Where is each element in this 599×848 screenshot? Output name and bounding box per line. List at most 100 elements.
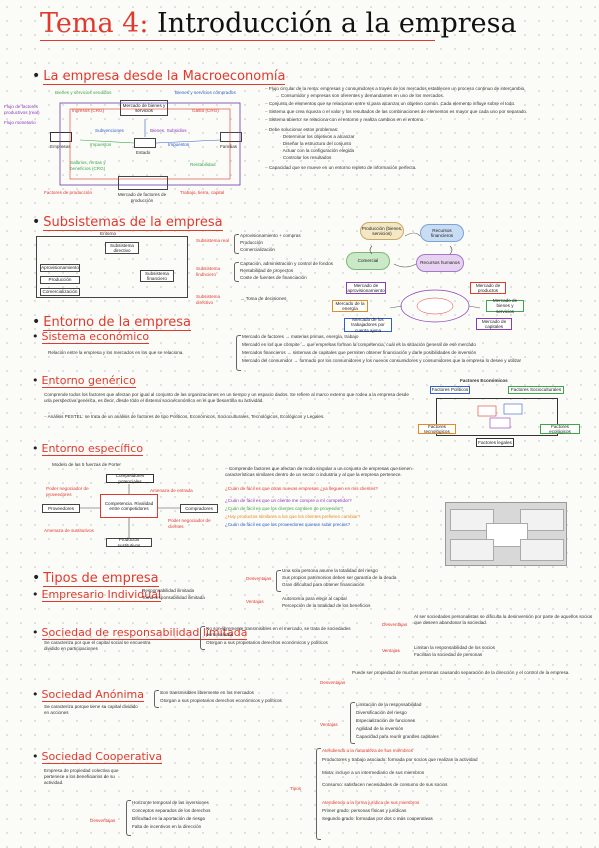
coop-desv-2: Dificultad en la aportación de riesgo (132, 816, 206, 821)
flow-arrows (59, 102, 241, 186)
cooperativa-heading: •Sociedad Cooperativa (32, 750, 163, 764)
cooperativa-desv-brace (126, 800, 131, 836)
financiero-label: Subsistema financiero (196, 266, 221, 277)
label-mercado-factores: Mercado de factores de producción (117, 192, 167, 203)
page-title: Tema 4: Introducción a la empresa (40, 8, 517, 39)
individual-left-0: Responsabilidad ilimitada (142, 588, 195, 593)
cycle-produccion: Producción (bienes, servicios) (360, 222, 404, 240)
pestel-politicos: Factores Políticos (430, 386, 470, 394)
cooperativa-left: Empresa de propiedad colectiva que perte… (44, 768, 119, 785)
limitada-mid-1: Otorgan a sus propietarios derechos econ… (206, 640, 328, 645)
limitada-vent-0: Limitan la responsabilidad de los socios (414, 645, 495, 650)
limitada-heading: •Sociedad de responsabilidad limitada (32, 626, 248, 640)
coop-tipo-3: Consumo: satisfacen necesidades de consu… (322, 782, 448, 787)
se-note-1: Mercado en los que compite → que empresa… (242, 342, 476, 347)
esp-note-5: ¿Cuán de fácil es que los proveedores qu… (225, 522, 351, 527)
real-brace (234, 234, 239, 254)
anonima-heading: •Sociedad Anónima (32, 688, 144, 702)
entorno-especifico-heading: •Entorno específico (32, 442, 144, 456)
ref-block-2 (520, 509, 564, 531)
coop-tipo-5: Primer grado: personas físicas y jurídic… (322, 808, 407, 813)
pestel-center (477, 403, 523, 429)
note-6: · Determinar los objetivos a alcanzar (280, 134, 355, 139)
porter-poder-proveedores: Poder negociador de proveedores (46, 486, 89, 497)
limitada-vent-label: Ventajas (382, 648, 400, 653)
cycle-comercial: Comercial (346, 252, 390, 270)
cycle-recursos-humanos: Recursos humanos (416, 254, 464, 272)
network-center (390, 289, 480, 323)
pestel-socioculturales: Factores Socioculturales (508, 386, 564, 394)
generico-body: Comprende todos los factores que afectan… (44, 392, 409, 403)
individual-desv-brace (276, 570, 281, 592)
anonima-mid-0: Son transmisibles libremente en los merc… (160, 690, 254, 695)
note-1: → Consumidor y empresas son oferentes y … (275, 93, 445, 98)
org-entorno: Entorno (100, 231, 117, 236)
limitada-left: Se caracteriza por que el capital social… (44, 640, 151, 651)
network-c2: Mercado de productos (470, 282, 506, 294)
pestel-legales: Factores legales (476, 438, 514, 447)
se-note-0: Mercado de factores → materias primas, e… (242, 334, 359, 339)
esp-note-0: – Comprende factores que afectan de modo… (225, 466, 412, 477)
financiero-brace (234, 262, 239, 282)
anonima-mid-1: Otorgan a sus propietarios derechos econ… (160, 698, 282, 703)
anonima-vent-brace (350, 702, 355, 744)
label-trabajo: Trabajo, tierra, capital (180, 190, 225, 195)
esp-note-2: ¿Cuán de fácil es que un cliente me comp… (225, 498, 352, 503)
coop-tipo-6: Segundo grado: formadas por dos o más co… (322, 816, 433, 821)
note-8: · Actuar con la configuración elegida (280, 148, 355, 153)
note-5: – Debe solucionar estos problemas: (265, 127, 339, 132)
legend-flujo-monetario: Flujo monetario (4, 120, 36, 125)
esp-note-1: ¿Cuán de fácil es que otras nuevas empre… (225, 486, 378, 491)
real-item-2: Comercialización (240, 247, 275, 252)
individual-desv-0: Una sola persona asume la totalidad del … (282, 568, 378, 573)
label-gasto: Gasto (CRG) (192, 108, 219, 113)
porter-sustitutivos: Productos sustitutivos (106, 537, 152, 548)
pestel-frame (436, 398, 558, 436)
org-produccion: Producción (40, 276, 80, 284)
limitada-vent-1: Facilitan la sociedad de personas (414, 652, 483, 657)
anonima-vent-1: Diversificación del riesgo (356, 710, 407, 715)
section-entorno-heading: •Entorno de la empresa (32, 314, 192, 331)
title-underline (40, 40, 435, 41)
anonima-brace (154, 690, 159, 708)
note-10: – Capacidad que se mueve en un entorno r… (265, 165, 417, 170)
note-9: · Controlar los resultados (280, 155, 332, 160)
anonima-vent-0: Limitación de la responsabilidad (356, 702, 422, 707)
real-item-0: Aprovisionamiento + compras (240, 233, 301, 238)
porter-rivalidad: Competencia. Rivalidad entre competidore… (100, 494, 158, 518)
limitada-desv: Al ser sociedades personalistas se dific… (414, 614, 593, 625)
anonima-vent-3: Agilidad de la inversión (356, 726, 404, 731)
individual-desv-label: Desventajas (246, 576, 272, 581)
real-label: Subsistema real (196, 238, 229, 243)
section-tipos-heading: •Tipos de empresa (32, 570, 159, 587)
note-7: · Diseñar la estructura del conjunto (280, 141, 352, 146)
limitada-brace (200, 626, 205, 650)
label-impuestos-left: Impuestos (90, 142, 112, 147)
cooperativa-tipos-label: Tipos (290, 786, 302, 791)
porter-amenaza-entrada: Amenaza de entrada (150, 488, 193, 493)
org-aprovisionamiento: Aprovisionamiento (40, 264, 80, 272)
limitada-mid-0: No son libremente transmisibles en el me… (206, 626, 351, 637)
label-bienes-right: Bienes y servicios comprados (175, 90, 236, 95)
entorno-generico-heading: •Entorno genérico (32, 374, 136, 388)
label-bienes-left: Bienes y servicios vendidos (55, 90, 112, 95)
org-subsistema-financiero: Subsistema financiero (140, 270, 174, 282)
cooperativa-desv-label: Desventajas (90, 818, 116, 823)
se-note-2: Mercados financieros → sistemas de capit… (242, 350, 477, 355)
label-impuestos-right: Impuestos (168, 142, 190, 147)
network-c6: Mercado de capitales (476, 318, 512, 330)
financiero-item-1: Rentabilidad de proyectos (240, 268, 294, 273)
individual-left-1: Toma responsabilidad ilimitada (142, 595, 205, 600)
individual-vent-label: Ventajas (246, 599, 264, 604)
note-4: – Sistema abierto: se relaciona con el e… (265, 117, 425, 122)
financiero-item-2: Coste de fuentes de financiación (240, 275, 307, 280)
anonima-vent-2: Especialización de funciones (356, 718, 415, 723)
cycle-arrows (369, 232, 453, 268)
porter-label: Modelo de las 5 fuerzas de Porter (52, 462, 121, 467)
generico-pestel: – Análisis PESTEL: se trata de un anális… (44, 414, 325, 419)
note-2: – Conjunto de elementos que se relaciona… (265, 101, 516, 106)
box-mercado-bienes: Mercado de bienes y servicios (120, 100, 168, 116)
anonima-desv: Puede ser propiedad de muchas personas c… (352, 670, 570, 675)
coop-desv-1: Conceptos separados de los derechos (132, 808, 211, 813)
porter-poder-clientes: Poder negociador de clientes (168, 518, 211, 529)
